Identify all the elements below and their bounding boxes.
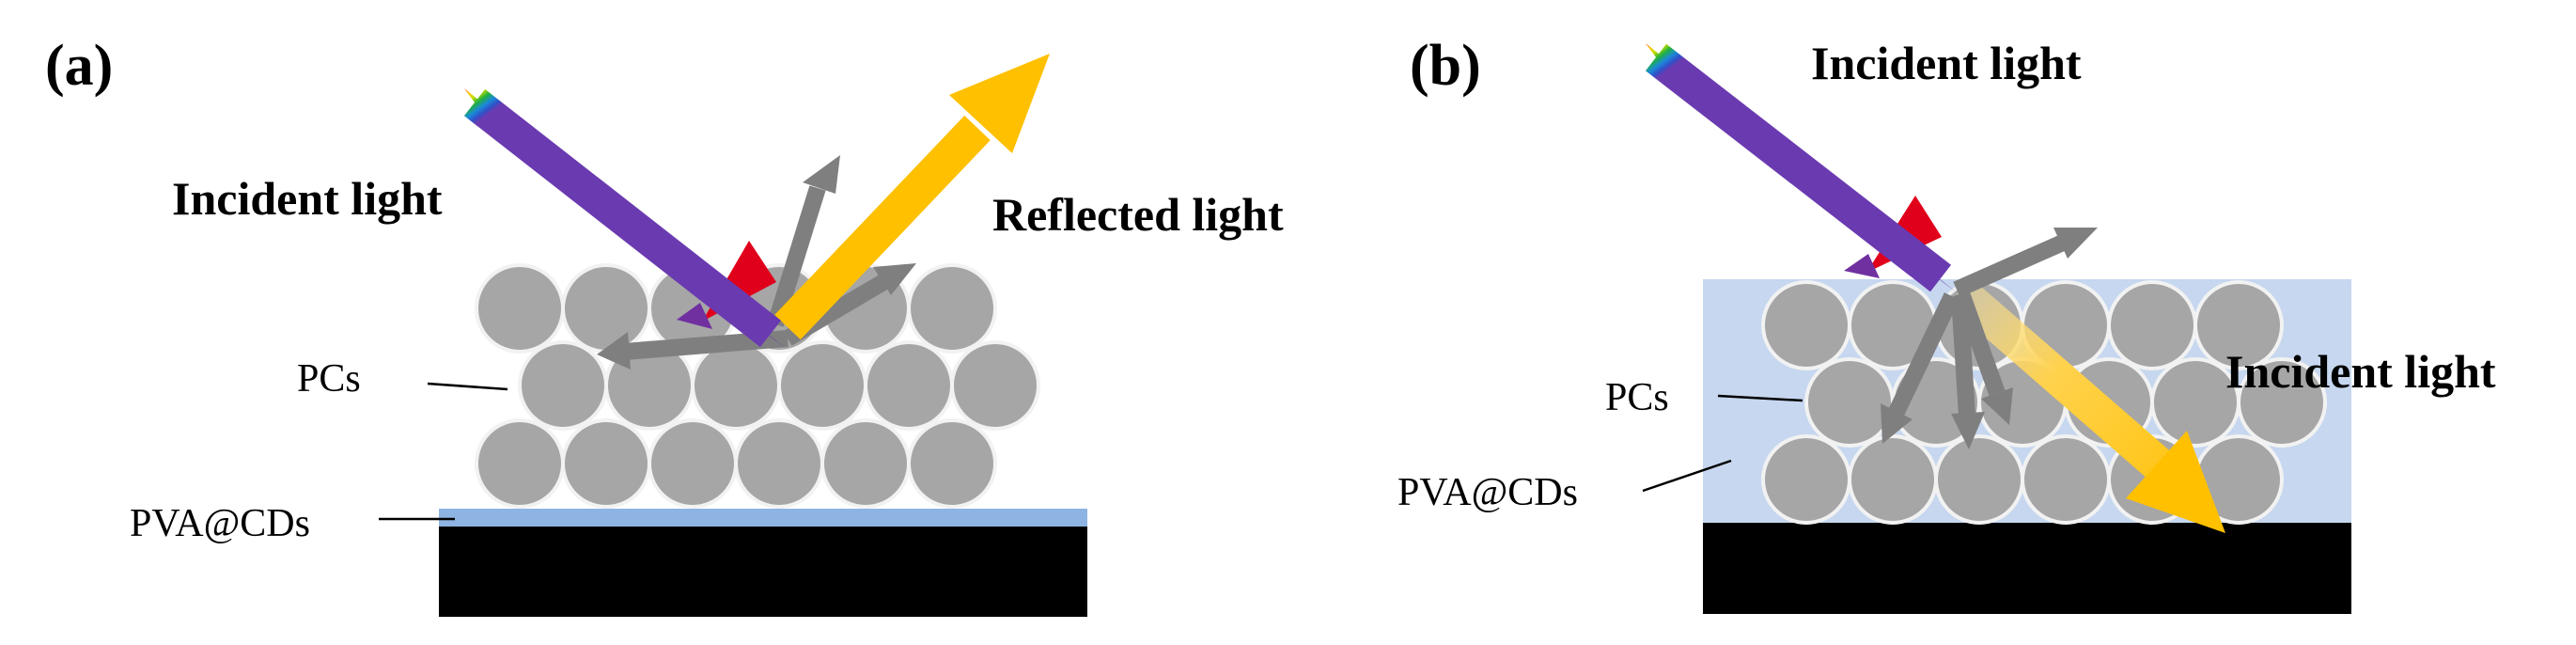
panel-a: (a)	[45, 34, 1284, 617]
pva-label-a: PVA@CDs	[130, 502, 310, 545]
panel-b-tag: (b)	[1410, 34, 1481, 98]
scatter-arrows-b	[1881, 228, 2098, 449]
reflected-light-label-a: Reflected light	[992, 188, 1284, 241]
scatter-arrows-a	[597, 155, 916, 370]
incident-light-top-label-b: Incident light	[1811, 37, 2082, 89]
panel-a-tag: (a)	[45, 34, 113, 98]
substrate-b	[1703, 523, 2351, 614]
pcs-label-b: PCs	[1605, 376, 1669, 419]
pcs-leader-a	[427, 382, 508, 391]
pc-spheres-b	[1761, 280, 2327, 525]
gray-arrow-icon	[767, 155, 840, 327]
pcs-label-a: PCs	[297, 357, 361, 401]
gray-arrow-icon	[1953, 228, 2098, 298]
substrate-a	[439, 527, 1087, 617]
pva-film-a	[439, 509, 1087, 527]
yellow-arrow-icon	[774, 54, 1050, 340]
gray-arrow-icon	[1953, 290, 2013, 425]
incident-light-label-a: Incident light	[172, 172, 443, 225]
incident-light-side-label-b: Incident light	[2225, 345, 2496, 398]
yellow-arrow-icon	[1947, 277, 2225, 533]
pc-spheres-a	[475, 263, 1040, 509]
pva-leader-b	[1642, 459, 1732, 493]
gray-arrow-icon	[1881, 292, 1960, 444]
pva-label-b: PVA@CDs	[1397, 471, 1578, 514]
pcs-leader-b	[1717, 394, 1803, 402]
rainbow-beam-icon	[463, 88, 788, 350]
rainbow-beam-icon	[1645, 43, 1958, 293]
panel-b: (b)	[1397, 34, 2496, 614]
